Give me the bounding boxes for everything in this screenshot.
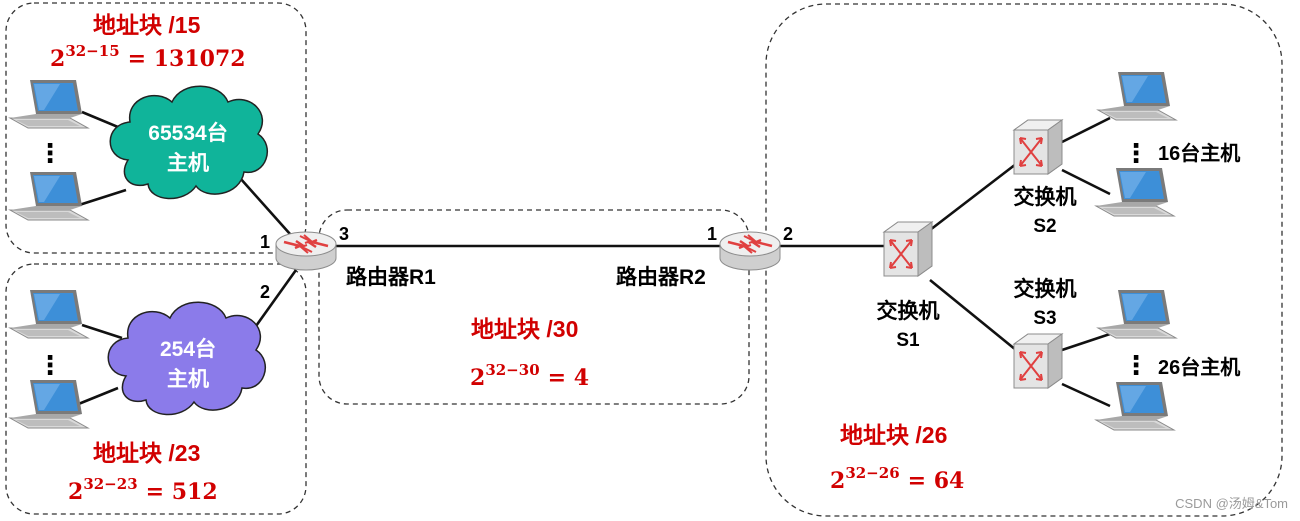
block-left-bottom-title: 地址块 /23 bbox=[93, 440, 200, 466]
switch-s2-line2: S2 bbox=[1033, 216, 1056, 237]
switch-s1-line1: 交换机 bbox=[877, 299, 940, 323]
r2-port-2: 2 bbox=[783, 224, 793, 244]
ellipsis-left-bottom: ⋮ bbox=[37, 350, 63, 380]
router-r1-icon bbox=[274, 230, 338, 272]
switch-s2-line1: 交换机 bbox=[1014, 185, 1077, 209]
r1-port-2: 2 bbox=[260, 282, 270, 302]
block-middle-formula: 232−30= 4 bbox=[470, 361, 589, 391]
ellipsis-left-top: ⋮ bbox=[37, 138, 63, 168]
cloud-top-line1: 65534台 bbox=[148, 121, 227, 145]
links bbox=[75, 110, 1111, 408]
switch-s2-icon bbox=[1013, 119, 1063, 175]
laptop-icon bbox=[9, 79, 89, 129]
region-left-top bbox=[5, 2, 307, 254]
region-right bbox=[765, 3, 1283, 517]
cloud-top-line2: 主机 bbox=[167, 151, 209, 175]
laptop-icon bbox=[9, 289, 89, 339]
switch-s3-line1: 交换机 bbox=[1014, 277, 1077, 301]
laptop-icon bbox=[1097, 289, 1177, 339]
laptop-icon bbox=[9, 171, 89, 221]
switch-s1-line2: S1 bbox=[896, 330, 920, 351]
ellipsis-s3: ⋮ bbox=[1123, 350, 1149, 380]
cloud-bottom: 254台 主机 bbox=[107, 301, 267, 416]
s3-host-count: 26台主机 bbox=[1158, 355, 1240, 379]
ellipsis-s2: ⋮ bbox=[1123, 138, 1149, 168]
laptop-icon bbox=[9, 379, 89, 429]
block-left-top-title: 地址块 /15 bbox=[93, 12, 201, 38]
router-r2-icon bbox=[718, 230, 782, 272]
cloud-bottom-line2: 主机 bbox=[167, 367, 209, 391]
r1-port-3: 3 bbox=[339, 224, 349, 244]
r2-port-1: 1 bbox=[707, 224, 717, 244]
block-right-formula: 232−26= 64 bbox=[830, 464, 964, 494]
region-middle bbox=[318, 209, 750, 405]
region-left-bottom bbox=[5, 263, 307, 515]
router-r2-label: 路由器R2 bbox=[616, 265, 706, 289]
cloud-bottom-line1: 254台 bbox=[160, 337, 216, 361]
s2-host-count: 16台主机 bbox=[1158, 141, 1240, 165]
cloud-top: 65534台 主机 bbox=[109, 85, 269, 200]
switch-s3-line2: S3 bbox=[1033, 308, 1056, 329]
block-right-title: 地址块 /26 bbox=[840, 422, 947, 448]
watermark-text: CSDN @汤姆&Tom bbox=[1175, 496, 1288, 511]
switch-s3-icon bbox=[1013, 333, 1063, 389]
router-r1-label: 路由器R1 bbox=[346, 265, 436, 289]
laptop-icon bbox=[1097, 71, 1177, 121]
r1-port-1: 1 bbox=[260, 232, 270, 252]
block-left-bottom-formula: 232−23= 512 bbox=[68, 475, 218, 505]
switch-s1-icon bbox=[883, 221, 933, 277]
block-middle-title: 地址块 /30 bbox=[471, 316, 578, 342]
block-left-top-formula: 232−15= 131072 bbox=[50, 42, 246, 72]
